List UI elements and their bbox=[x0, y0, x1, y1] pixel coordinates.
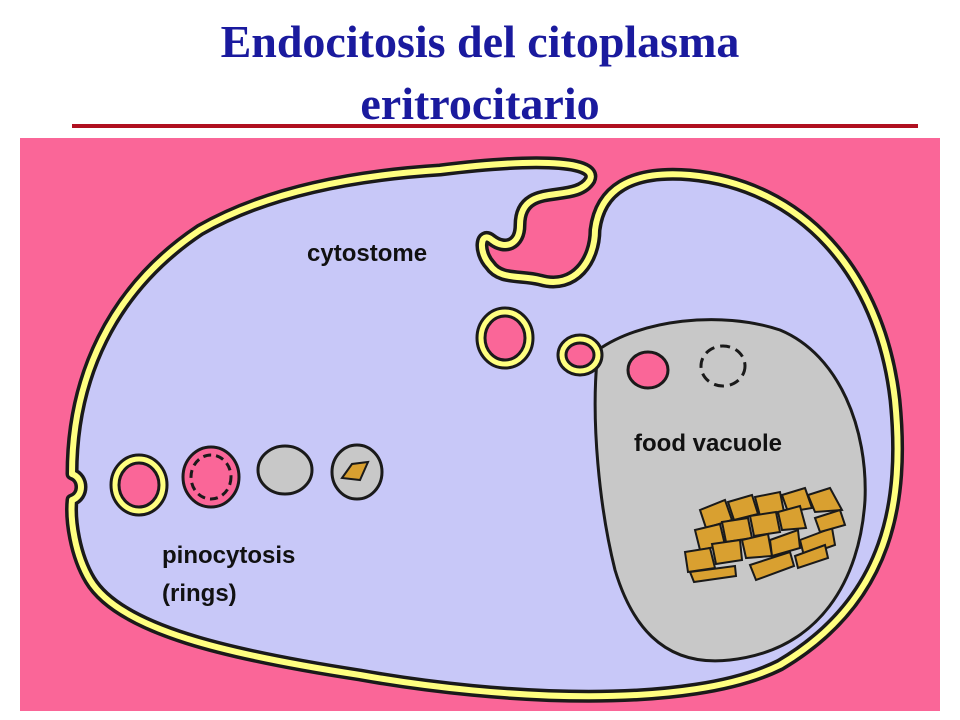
label-pinocytosis: pinocytosis bbox=[162, 542, 295, 569]
food-vacuole bbox=[593, 318, 867, 663]
title-line-1: Endocitosis del citoplasma bbox=[220, 16, 740, 67]
title-line-2: eritrocitario bbox=[360, 78, 600, 129]
label-food-vacuole: food vacuole bbox=[634, 430, 782, 457]
hemozoin-crystals bbox=[683, 486, 847, 584]
pinocytosis-ring-3 bbox=[256, 444, 314, 496]
hemozoin-crystal-small bbox=[340, 460, 370, 482]
label-cytostome: cytostome bbox=[307, 240, 427, 267]
dissolving-vesicle bbox=[699, 344, 747, 388]
label-pinocytosis-rings: (rings) bbox=[162, 580, 237, 607]
vacuole-vesicle bbox=[626, 350, 670, 390]
title-underline bbox=[72, 124, 918, 128]
